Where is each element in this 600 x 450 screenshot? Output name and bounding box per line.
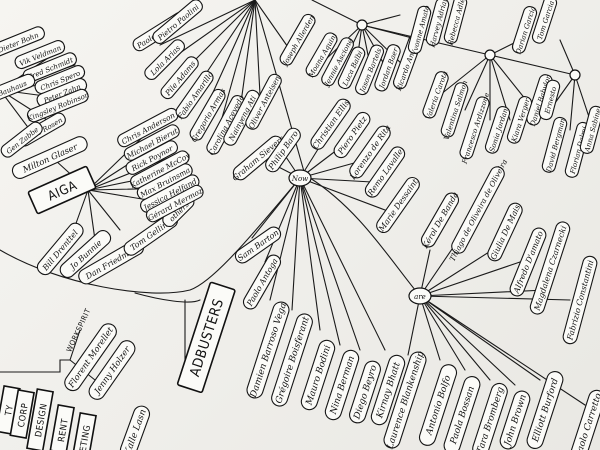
- hub-now-label: Now: [291, 175, 308, 183]
- far-right-members: Ernesto David Bergman Florian Dalmi Anna…: [538, 79, 600, 178]
- left-edge-label: CORP: [17, 402, 31, 428]
- are-member-label: Giulia De Mais: [489, 203, 522, 261]
- aiga-box: AIGA: [27, 165, 97, 215]
- left-edge-label: RENT: [57, 418, 71, 443]
- hub-now: Now: [288, 169, 312, 187]
- hub-are-label: are: [414, 293, 426, 301]
- adbusters-member-lasn: Kalle Lasn: [119, 405, 151, 450]
- left-edge-label: TY: [4, 404, 16, 417]
- aiga-right-pills: Chris Anderson Michael Bierut Rick Poyno…: [117, 107, 204, 223]
- top-left-members: Dieter Bohn Vik Veldman Fred Schmidt Chr…: [0, 26, 91, 158]
- hub-are: are: [408, 287, 432, 305]
- hub-top-right-1: [356, 19, 368, 31]
- hub-top-right-2: [484, 49, 496, 61]
- hub-far-right: [569, 69, 581, 81]
- adbusters-box: ADBUSTERS: [176, 281, 236, 394]
- left-edge-label: ETING: [79, 424, 94, 450]
